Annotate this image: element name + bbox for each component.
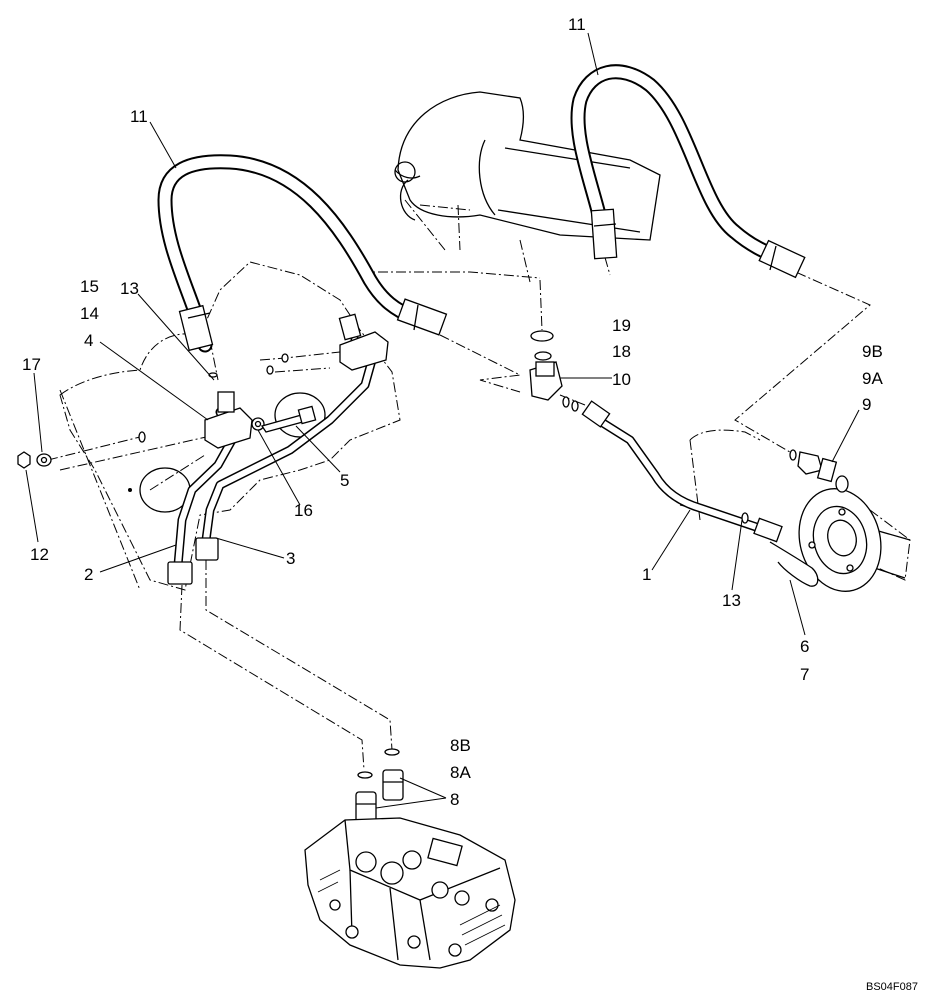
callout-15: 15	[80, 277, 99, 296]
callout-18: 18	[612, 342, 631, 361]
cylinder-phantom-outline	[394, 91, 661, 283]
callout-19: 19	[612, 316, 631, 335]
nut-washer-12-17	[17, 451, 52, 469]
control-valve	[304, 817, 516, 969]
callout-12: 12	[30, 545, 49, 564]
callout-9A: 9A	[862, 369, 883, 388]
callout-8B: 8B	[450, 736, 471, 755]
callout-6: 6	[800, 637, 809, 656]
callout-4: 4	[84, 331, 93, 350]
callout-5: 5	[340, 471, 349, 490]
callout-13-left: 13	[120, 279, 139, 298]
callout-3: 3	[286, 549, 295, 568]
callout-16: 16	[294, 501, 313, 520]
callout-11-left: 11	[130, 107, 148, 126]
leader-lines	[25, 32, 860, 809]
block-4	[204, 391, 265, 449]
callout-17: 17	[22, 355, 41, 374]
callout-8: 8	[450, 790, 459, 809]
hose-11-left	[157, 154, 448, 353]
callout-labels: 11 11 15 14 13 4 17 12 16 5 2 3 19 18 10…	[22, 15, 918, 993]
callout-7: 7	[800, 665, 809, 684]
callout-9: 9	[862, 395, 871, 414]
callout-10: 10	[612, 370, 631, 389]
clamp-6-7	[741, 512, 819, 587]
tube-1	[581, 400, 783, 543]
hub-flange	[798, 488, 882, 592]
adapter-9	[789, 449, 849, 493]
elbow-10	[529, 330, 579, 412]
bolt-5	[260, 405, 317, 433]
block-upper	[338, 313, 389, 371]
callout-11-top: 11	[568, 15, 586, 34]
drawing-reference: BS04F087	[866, 981, 918, 993]
hose-11-right	[570, 64, 806, 279]
callout-2: 2	[84, 565, 93, 584]
callout-14: 14	[80, 304, 99, 323]
fittings-8	[355, 748, 404, 823]
callout-1: 1	[642, 565, 651, 584]
callout-13-right: 13	[722, 591, 741, 610]
callout-8A: 8A	[450, 763, 471, 782]
small-orings-left	[138, 353, 289, 443]
callout-9B: 9B	[862, 342, 883, 361]
